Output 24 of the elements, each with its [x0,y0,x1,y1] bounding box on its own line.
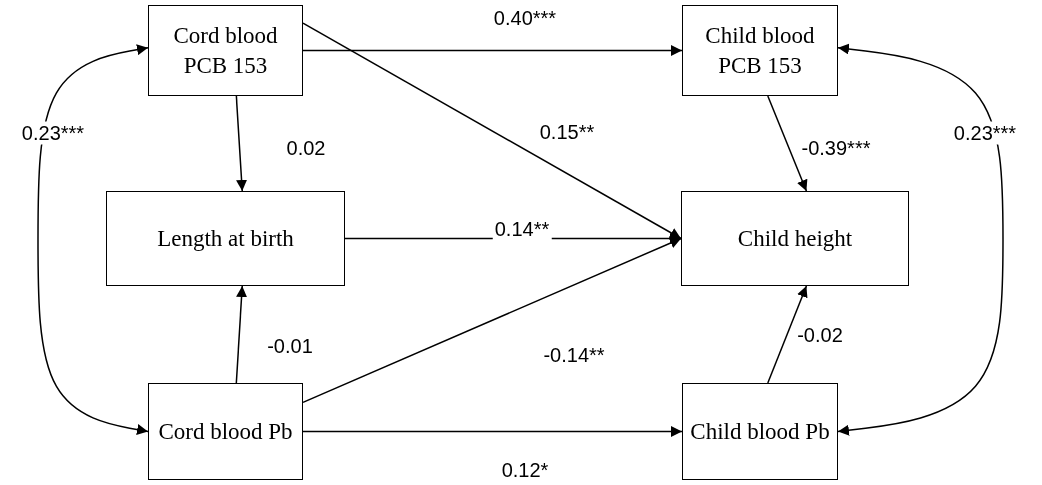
arrow [302,45,683,56]
double-headed-arrow [37,44,149,435]
node-label: Child blood PCB 153 [704,21,816,80]
arrow [302,22,682,240]
variable-box [148,383,303,480]
arrow [767,285,808,384]
arrow [235,285,248,384]
edge-label: 0.23*** [951,121,1019,145]
variable-box [682,383,838,480]
node-label: Cord blood PCB 153 [172,21,279,80]
node-label: Cord blood Pb [158,417,293,446]
node-label: Child blood Pb [690,417,830,446]
double-headed-arrow [837,43,1004,436]
edge-label: 0.23*** [19,121,87,145]
node-label: Child height [737,224,853,253]
variable-box [106,191,345,286]
arrow [302,426,683,437]
variable-box [681,191,909,286]
variable-box [148,5,303,96]
node-label: Length at birth [157,224,294,253]
arrow [302,237,682,404]
arrow [235,95,248,192]
arrow [767,95,808,192]
variable-box [682,5,838,96]
